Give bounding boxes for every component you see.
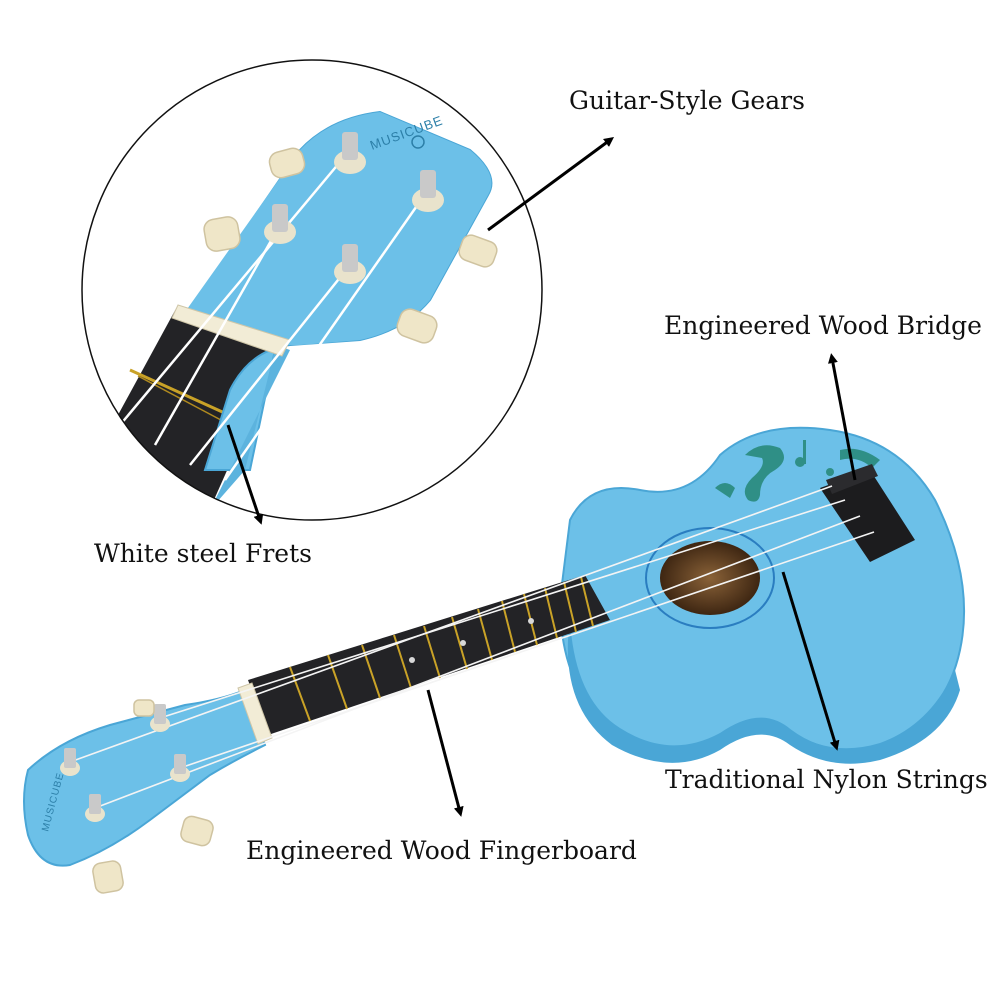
tuner-post (60, 748, 80, 776)
tuner-button (133, 699, 155, 717)
ukulele: MUSICUBE (23, 426, 966, 894)
fingerboard (248, 575, 610, 735)
sound-hole (660, 541, 760, 615)
tuner-post (264, 204, 296, 244)
label-guitar-style-gears: Guitar-Style Gears (569, 86, 805, 115)
fingerboard-frets (289, 576, 594, 722)
tuner-button (458, 234, 498, 268)
tuner-button (396, 308, 438, 344)
label-traditional-nylon-strings: Traditional Nylon Strings (665, 765, 988, 794)
tuner-button (268, 147, 306, 179)
arrow-gears (487, 137, 615, 232)
label-engineered-wood-bridge: Engineered Wood Bridge (664, 311, 982, 340)
arrow-strings (781, 571, 840, 751)
label-white-steel-frets: White steel Frets (94, 539, 312, 568)
tuner-posts (60, 704, 190, 822)
fret-markers (409, 618, 534, 663)
tuner-post (170, 754, 190, 782)
sound-hole-rosette (645, 527, 775, 629)
arrow-bridge (828, 353, 857, 481)
zoom-tuner-buttons (203, 147, 498, 344)
arrow-frets (226, 424, 264, 525)
music-note-decoration (715, 440, 880, 502)
tuner-post (85, 794, 105, 822)
tuner-post (412, 170, 444, 212)
brand-cube-icon (411, 135, 425, 149)
label-engineered-wood-fingerboard: Engineered Wood Fingerboard (246, 836, 637, 865)
tuner-button (180, 815, 214, 847)
tuner-buttons (92, 699, 214, 894)
tuner-post (334, 244, 366, 284)
bridge (820, 464, 915, 562)
tuner-post (150, 704, 170, 732)
callout-arrows (226, 137, 857, 817)
tuner-button (203, 216, 241, 252)
headstock (23, 688, 267, 867)
zoom-strings (119, 149, 430, 481)
tuner-button (92, 860, 124, 894)
tuner-post (334, 132, 366, 174)
zoom-tuner-posts (264, 132, 444, 284)
strings (69, 485, 875, 809)
arrow-fingerboard (426, 689, 464, 817)
zoom-inset: MUSICUBE (81, 59, 543, 521)
zoom-circle-outline (81, 59, 543, 521)
zoom-nut (171, 304, 291, 357)
